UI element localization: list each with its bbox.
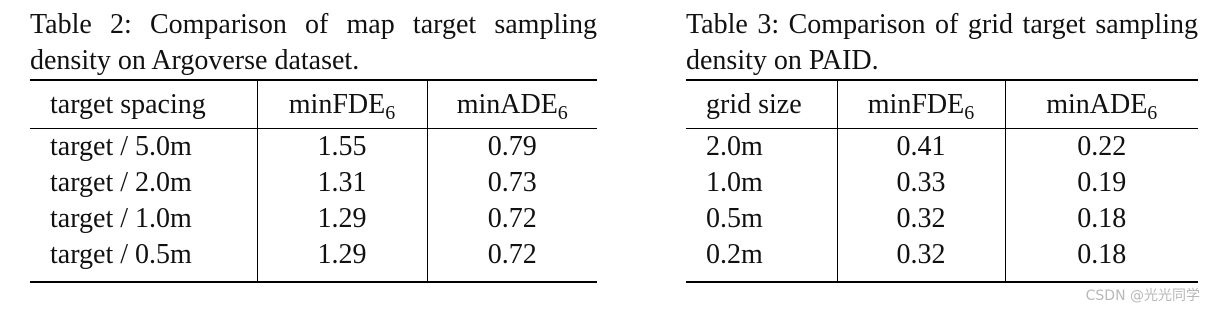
table-row: target / 5.0m 1.55 0.79 [30, 129, 597, 165]
table3-cell-minade: 0.18 [1004, 237, 1198, 281]
table3: grid size minFDE6 minADE6 2.0m 0.41 0.22… [686, 81, 1198, 281]
table-row: target / 1.0m 1.29 0.72 [30, 201, 597, 237]
table2-header-minfde-label: minFDE [288, 88, 386, 120]
table-row: 0.5m 0.32 0.18 [686, 201, 1198, 237]
table-row: 0.2m 0.32 0.18 [686, 237, 1198, 281]
table2-bottom-rule [30, 281, 597, 283]
table3-header-row: grid size minFDE6 minADE6 [686, 81, 1198, 128]
table3-cell-minfde: 0.33 [836, 165, 1005, 201]
table2-block: Table 2: Comparison of map target sampli… [30, 0, 597, 283]
table-row: 2.0m 0.41 0.22 [686, 129, 1198, 165]
table2-top-rule [30, 79, 597, 81]
table2-cell-minfde: 1.29 [256, 201, 427, 237]
table3-cell-minade: 0.19 [1004, 165, 1198, 201]
table2-cell-minade: 0.72 [426, 201, 597, 237]
table3-mid-rule [686, 128, 1198, 129]
table2-cell-minade: 0.79 [426, 129, 597, 165]
table3-cell-grid-size: 0.2m [706, 239, 763, 270]
table3-header-minfde-subscript: 6 [964, 101, 975, 124]
table2-cell-spacing: target / 1.0m [50, 203, 192, 234]
table2-header-minade-subscript: 6 [557, 101, 568, 124]
table2-header-minfde: minFDE6 [256, 81, 427, 128]
table3-cell-minade: 0.22 [1004, 129, 1198, 165]
table2-cell-minfde: 1.29 [256, 237, 427, 281]
table3-block: Table 3: Comparison of grid target sampl… [686, 0, 1198, 283]
table2-header-minade-label: minADE [456, 88, 558, 120]
table-row: target / 2.0m 1.31 0.73 [30, 165, 597, 201]
table2-caption: Table 2: Comparison of map target sampli… [30, 9, 597, 76]
table3-header-minade: minADE6 [1004, 81, 1198, 128]
table3-header-minfde: minFDE6 [836, 81, 1005, 128]
table2-cell-minade: 0.72 [426, 237, 597, 281]
table3-header-grid-size: grid size [706, 88, 802, 120]
table3-bottom-rule [686, 281, 1198, 283]
table-row: target / 0.5m 1.29 0.72 [30, 237, 597, 281]
table2: target spacing minFDE6 minADE6 target / … [30, 81, 597, 281]
table3-cell-minfde: 0.32 [836, 201, 1005, 237]
table3-cell-grid-size: 2.0m [706, 131, 763, 162]
table2-header-row: target spacing minFDE6 minADE6 [30, 81, 597, 128]
table3-cell-minfde: 0.32 [836, 237, 1005, 281]
table2-header-minade: minADE6 [426, 81, 597, 128]
table-row: 1.0m 0.33 0.19 [686, 165, 1198, 201]
table2-cell-spacing: target / 0.5m [50, 239, 192, 270]
watermark: CSDN @光光同学 [1085, 288, 1200, 304]
table3-header-minade-label: minADE [1046, 88, 1148, 120]
table2-cell-minade: 0.73 [426, 165, 597, 201]
table3-caption: Table 3: Comparison of grid target sampl… [686, 9, 1198, 76]
table3-header-minade-subscript: 6 [1147, 101, 1158, 124]
table2-cell-spacing: target / 2.0m [50, 167, 192, 198]
table3-header-minfde-label: minFDE [867, 88, 965, 120]
table2-header-target-spacing: target spacing [50, 88, 206, 120]
table3-cell-grid-size: 0.5m [706, 203, 763, 234]
table3-cell-minfde: 0.41 [836, 129, 1005, 165]
table2-mid-rule [30, 128, 597, 129]
table2-cell-spacing: target / 5.0m [50, 131, 192, 162]
table2-cell-minfde: 1.31 [256, 165, 427, 201]
table3-cell-grid-size: 1.0m [706, 167, 763, 198]
table2-header-minfde-subscript: 6 [385, 101, 396, 124]
table3-cell-minade: 0.18 [1004, 201, 1198, 237]
table3-top-rule [686, 79, 1198, 81]
table2-cell-minfde: 1.55 [256, 129, 427, 165]
